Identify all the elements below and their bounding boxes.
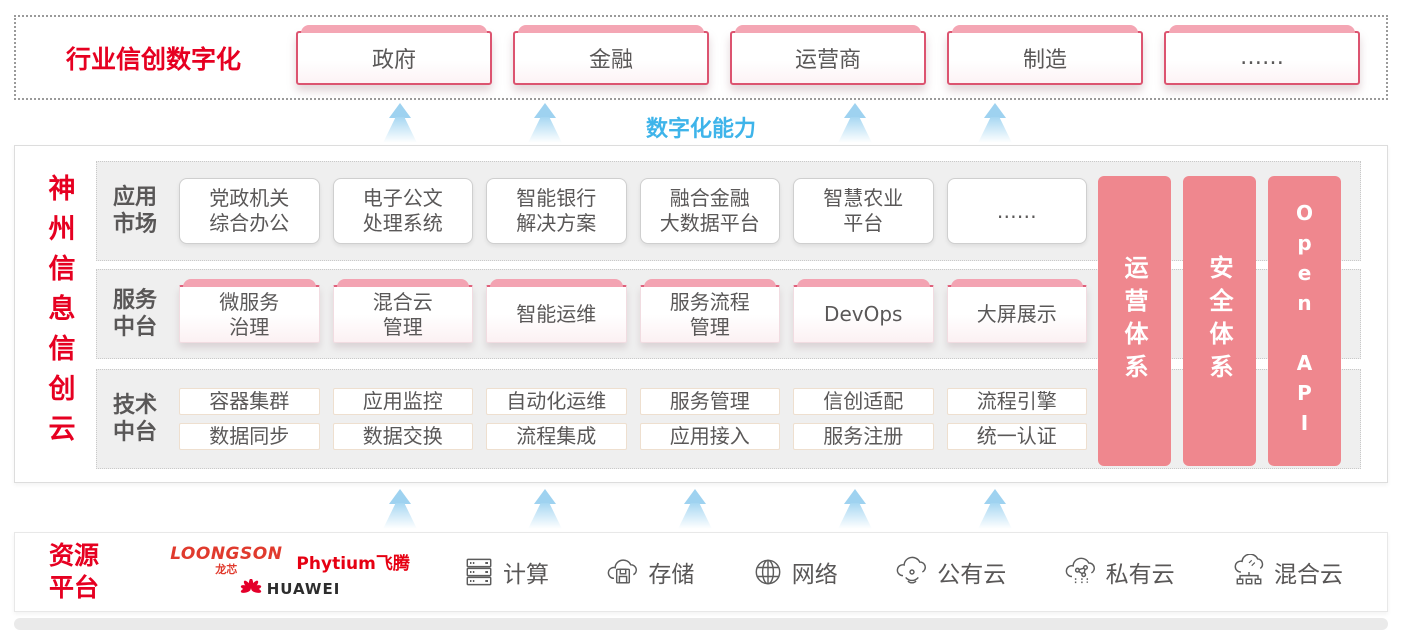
tech-box: 自动化运维 xyxy=(486,388,627,415)
resource-platform-panel: 资源 平台 LOONGSON 龙芯 Phytium飞腾 xyxy=(14,532,1388,612)
service-box: 混合云 管理 xyxy=(332,279,473,343)
private-cloud-icon xyxy=(1065,557,1095,584)
hybrid-cloud-icon xyxy=(1234,554,1264,585)
resource-platform-title: 资源 平台 xyxy=(49,540,100,603)
huawei-flower-icon xyxy=(240,578,261,593)
resource-item-public-cloud: 公有云 xyxy=(893,554,1006,590)
compute-icon xyxy=(466,558,492,586)
network-icon xyxy=(755,559,781,585)
app-market-box: 电子公文 处理系统 xyxy=(332,178,473,244)
app-market-box: 党政机关 综合办公 xyxy=(179,178,320,244)
resource-arrow-row xyxy=(0,486,1402,531)
app-market-box: 融合金融 大数据平台 xyxy=(639,178,780,244)
service-box: 微服务 治理 xyxy=(179,279,320,343)
tech-box: 流程引擎 xyxy=(946,388,1087,415)
up-arrow-icon xyxy=(977,489,1013,531)
loongson-logo: LOONGSON 龙芯 xyxy=(170,543,283,576)
tech-box: 服务管理 xyxy=(639,388,780,415)
resource-item-private-cloud: 私有云 xyxy=(1062,554,1175,590)
side-bar-operation-system: 运营体系 xyxy=(1098,176,1171,466)
industry-box-manufacturing: 制造 xyxy=(947,24,1143,85)
app-market-box-more: …… xyxy=(946,178,1087,244)
up-arrow-icon xyxy=(527,489,563,531)
industry-box-finance: 金融 xyxy=(513,24,709,85)
service-box: 服务流程 管理 xyxy=(639,279,780,343)
cloud-platform-panel: 神州信息信创云 应用 市场 党政机关 综合办公 电子公文 处理系统 智能银行 解… xyxy=(14,145,1388,483)
capability-arrow-row: 数字化能力 xyxy=(0,101,1402,145)
tech-box: 服务注册 xyxy=(793,423,934,450)
row-service-platform: 服务 中台 微服务 治理 混合云 管理 智能运维 服务流程 管理 DevOps … xyxy=(96,269,1361,359)
industry-banner: 行业信创数字化 政府 金融 运营商 制造 …… xyxy=(14,15,1388,100)
service-box: DevOps xyxy=(793,279,934,343)
bottom-base-bar xyxy=(14,618,1388,630)
public-cloud-icon xyxy=(896,556,927,584)
industry-box-government: 政府 xyxy=(296,24,492,85)
resource-items: 计算 存储 网络 xyxy=(415,554,1387,590)
tech-box: 统一认证 xyxy=(946,423,1087,450)
tech-box: 应用监控 xyxy=(332,388,473,415)
row-label-tech: 技术 中台 xyxy=(113,392,158,446)
tech-box: 容器集群 xyxy=(179,388,320,415)
up-arrow-icon xyxy=(837,103,873,145)
resource-item-storage: 存储 xyxy=(604,554,694,590)
resource-item-compute: 计算 xyxy=(461,554,549,590)
up-arrow-icon xyxy=(677,489,713,531)
vendor-logos: LOONGSON 龙芯 Phytium飞腾 xyxy=(165,543,415,599)
up-arrow-icon xyxy=(382,103,418,145)
tech-box: 应用接入 xyxy=(639,423,780,450)
row-label-service: 服务 中台 xyxy=(113,287,158,341)
capability-label: 数字化能力 xyxy=(645,117,757,142)
row-tech-platform: 技术 中台 容器集群 数据同步 应用监控 数据交换 自动化运维 流程集成 xyxy=(96,369,1361,469)
tech-box: 数据交换 xyxy=(332,423,473,450)
tech-box: 流程集成 xyxy=(486,423,627,450)
industry-box-operator: 运营商 xyxy=(730,24,926,85)
tech-box: 信创适配 xyxy=(793,388,934,415)
side-bar-security-system: 安全体系 xyxy=(1183,176,1256,466)
storage-icon xyxy=(608,559,638,584)
industry-boxes: 政府 金融 运营商 制造 …… xyxy=(296,24,1360,85)
row-label-app-market: 应用 市场 xyxy=(113,184,158,238)
industry-banner-title: 行业信创数字化 xyxy=(66,44,242,74)
phytium-logo: Phytium飞腾 xyxy=(296,553,410,574)
side-bar-open-api: Open API xyxy=(1268,176,1341,466)
app-market-box: 智慧农业 平台 xyxy=(793,178,934,244)
huawei-logo: HUAWEI xyxy=(240,578,341,599)
up-arrow-icon xyxy=(977,103,1013,145)
row-app-market: 应用 市场 党政机关 综合办公 电子公文 处理系统 智能银行 解决方案 融合金融… xyxy=(96,161,1361,261)
up-arrow-icon xyxy=(527,103,563,145)
app-market-box: 智能银行 解决方案 xyxy=(486,178,627,244)
resource-item-hybrid-cloud: 混合云 xyxy=(1230,554,1343,590)
industry-box-more: …… xyxy=(1164,24,1360,85)
tech-box: 数据同步 xyxy=(179,423,320,450)
service-box: 智能运维 xyxy=(486,279,627,343)
resource-item-network: 网络 xyxy=(750,554,838,590)
platform-vertical-title: 神州信息信创云 xyxy=(43,174,75,454)
platform-rows: 应用 市场 党政机关 综合办公 电子公文 处理系统 智能银行 解决方案 融合金融… xyxy=(96,161,1361,469)
up-arrow-icon xyxy=(837,489,873,531)
service-box: 大屏展示 xyxy=(946,279,1087,343)
up-arrow-icon xyxy=(382,489,418,531)
